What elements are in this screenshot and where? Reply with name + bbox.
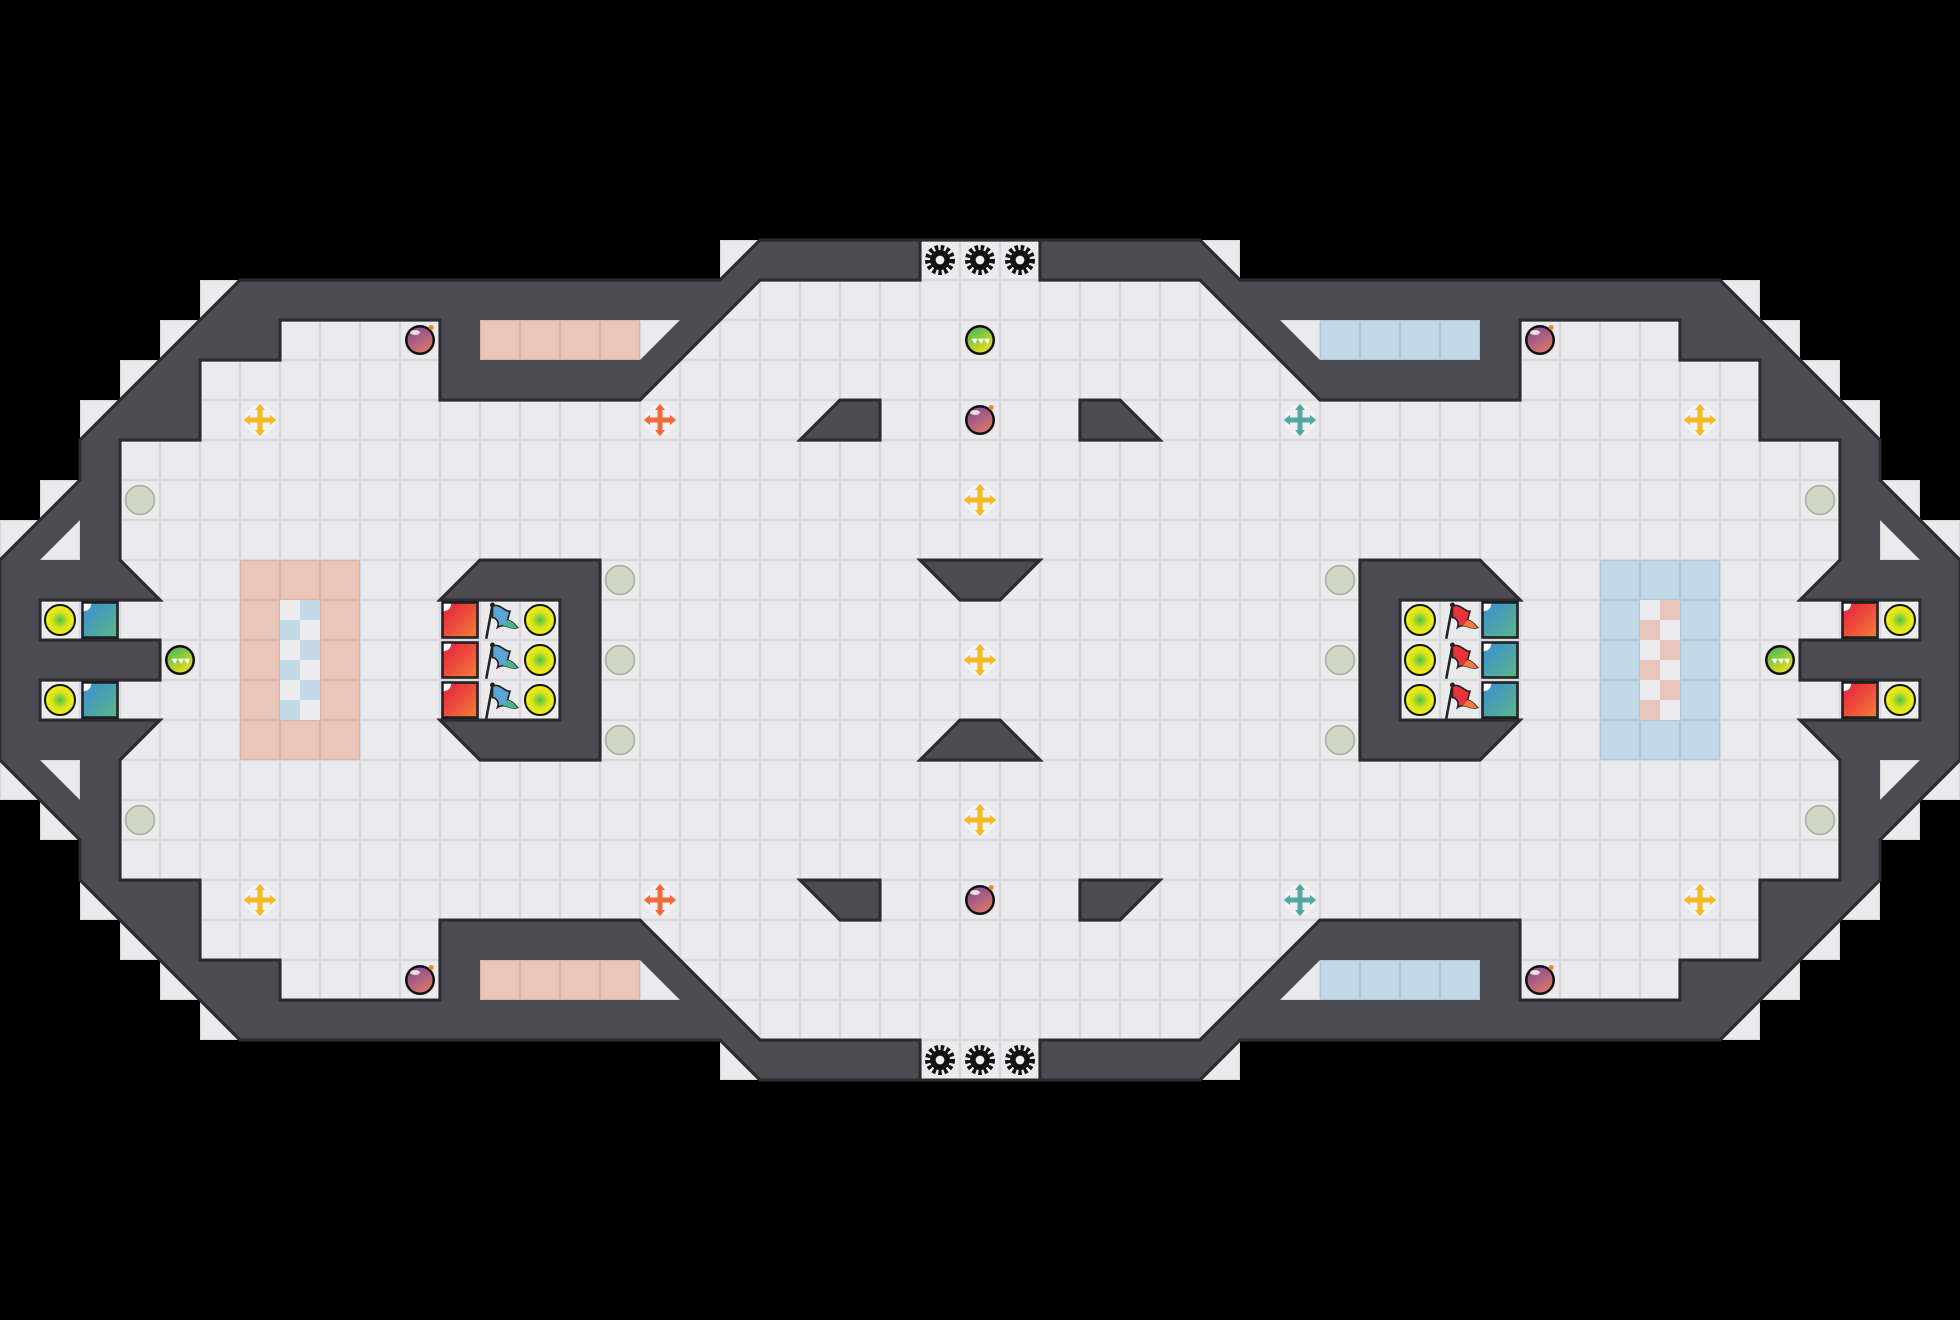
bomb-icon [965,403,995,435]
blue-base-wall [1358,558,1524,762]
wall-pocket [40,760,80,800]
blue-gate-icon [1481,641,1519,679]
red-gate-icon [1841,601,1879,639]
powerup-icon [1404,604,1436,636]
blue-gate-icon [1481,601,1519,639]
rolling-bomb-icon [965,325,995,355]
center-wall-top-right [1078,398,1164,442]
button-icon [604,644,636,676]
button-icon [1804,804,1836,836]
blue-gate-icon [81,681,119,719]
button-icon [124,804,156,836]
powerup-icon [524,644,556,676]
center-wall-bottom-left [796,878,882,922]
powerup-icon [1884,604,1916,636]
bomb-icon [405,323,435,355]
powerup-icon [1884,684,1916,716]
blue-zone-checker [1640,600,1680,720]
center-wedge-bottom [916,718,1044,762]
center-wall-bottom-right [1078,878,1164,922]
powerup-icon [1404,684,1436,716]
bomb-icon [1525,963,1555,995]
red-pocket-bottom [480,960,640,1000]
red-zone-checker [280,600,320,720]
red-gate-icon [1841,681,1879,719]
wall-pocket [1880,520,1920,560]
button-icon [1324,724,1356,756]
powerup-icon [524,604,556,636]
center-wall-top-left [796,398,882,442]
bomb-icon [965,883,995,915]
wall-pocket [1880,760,1920,800]
red-gate-icon [441,601,479,639]
blue-gate-icon [81,601,119,639]
bomb-icon [405,963,435,995]
red-pocket-top [480,320,640,360]
wall-pocket [1280,320,1320,360]
button-icon [604,724,636,756]
blue-pocket-top [1320,320,1480,360]
button-icon [604,564,636,596]
blue-gate-icon [1481,681,1519,719]
powerup-icon [44,604,76,636]
button-icon [1324,564,1356,596]
outer-wall [0,238,1960,1082]
powerup-icon [1404,644,1436,676]
wall-pocket [640,320,680,360]
powerup-icon [44,684,76,716]
center-wedge-top [916,558,1044,602]
wall-pocket [40,520,80,560]
red-base-wall [436,558,602,762]
blue-pocket-bottom [1320,960,1480,1000]
wall-pocket [640,960,680,1000]
rolling-bomb-icon [1765,645,1795,675]
wall-pocket [1280,960,1320,1000]
rolling-bomb-icon [165,645,195,675]
wall-pockets [40,320,1920,1000]
red-gate-icon [441,641,479,679]
button-icon [1324,644,1356,676]
powerup-icon [524,684,556,716]
bomb-icon [1525,323,1555,355]
button-icon [1804,484,1836,516]
red-gate-icon [441,681,479,719]
button-icon [124,484,156,516]
